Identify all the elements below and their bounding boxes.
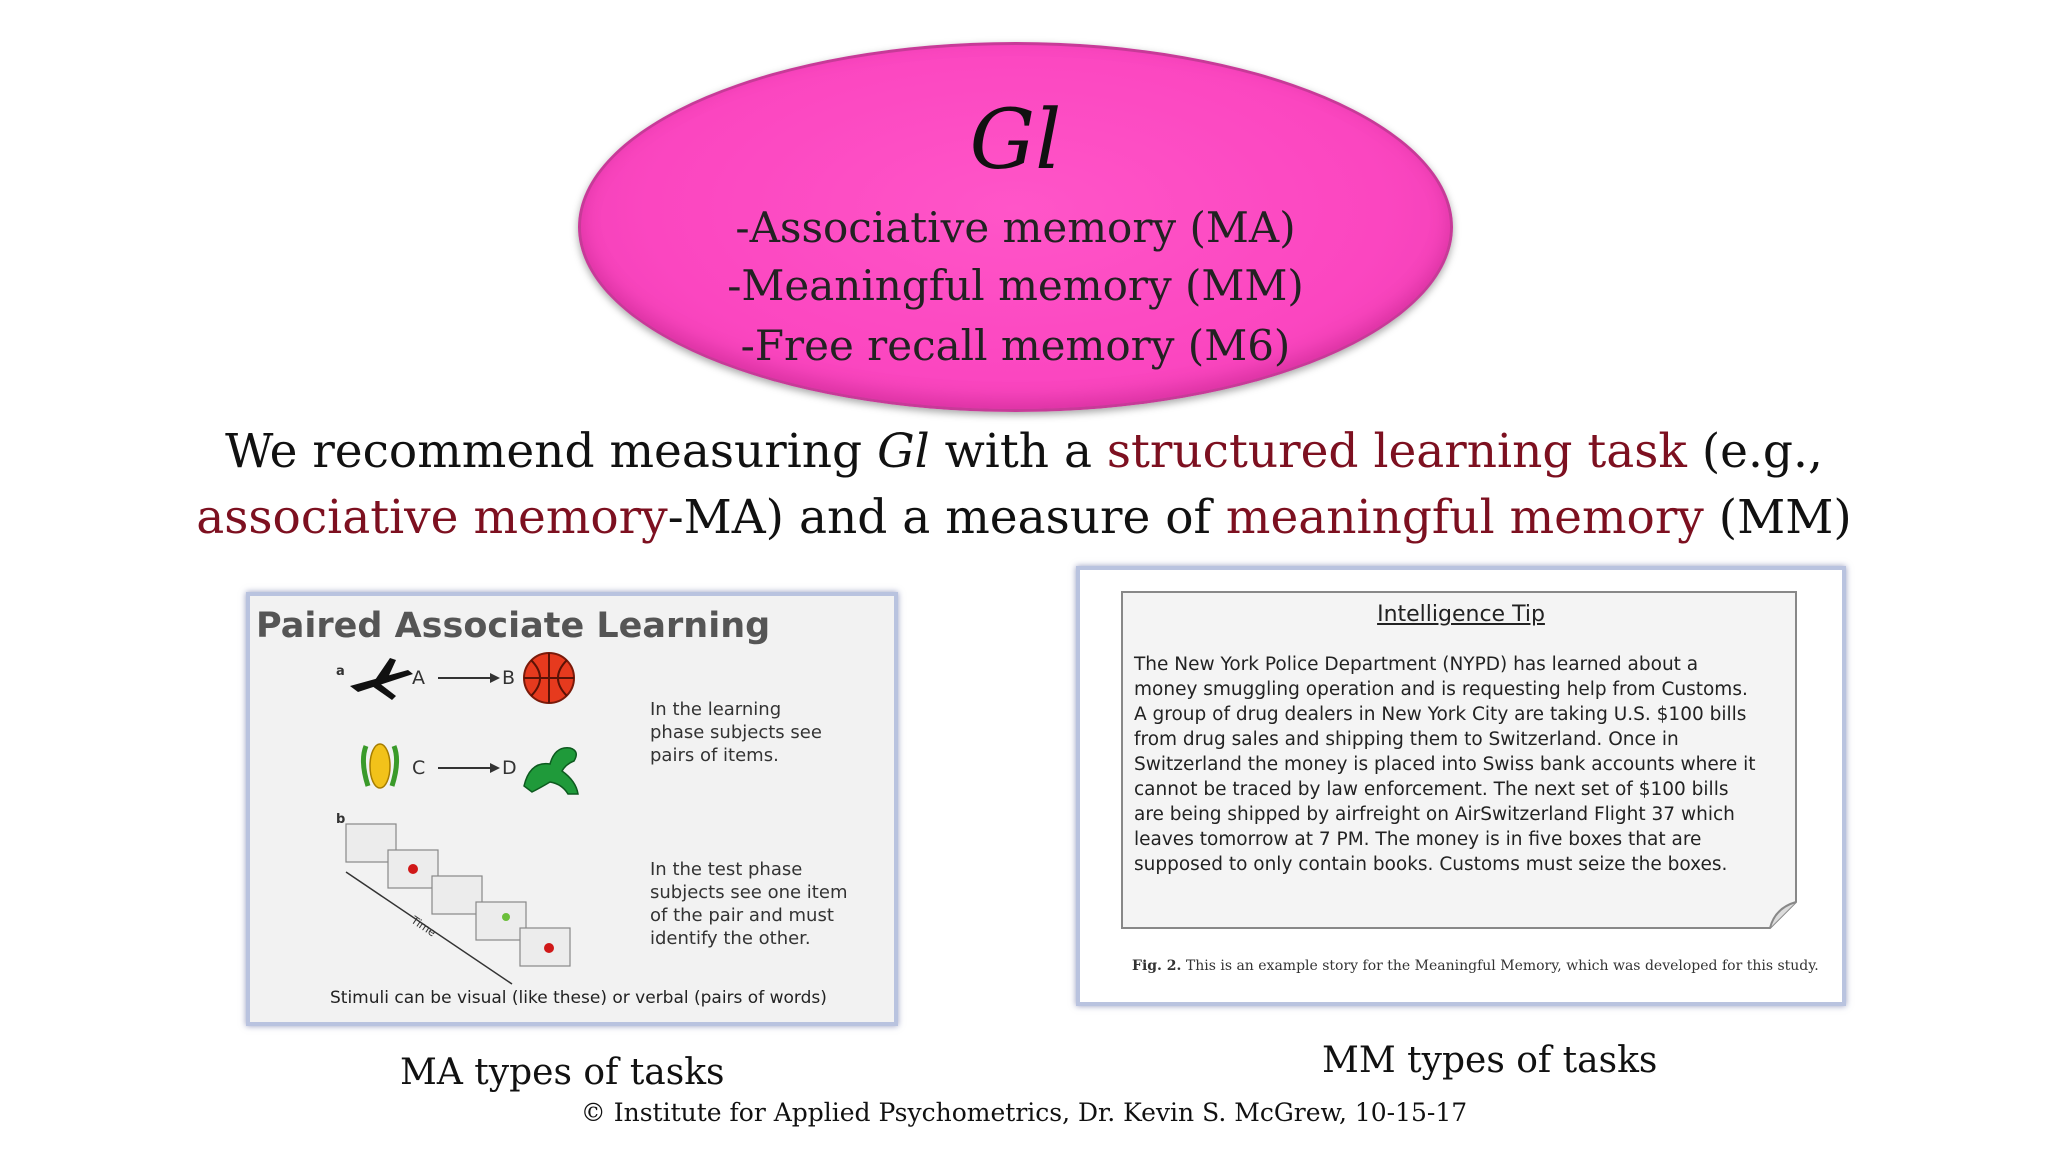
note-line: cannot be traced by law enforcement. The… bbox=[1134, 779, 1729, 800]
pair-label-b: B bbox=[502, 667, 516, 689]
text-line: identify the other. bbox=[650, 928, 811, 949]
rec-text: (MM) bbox=[1703, 490, 1852, 545]
note-line: money smuggling operation and is request… bbox=[1134, 679, 1748, 700]
text-line: pairs of items. bbox=[650, 745, 779, 766]
note-line: are being shipped by airfreight on AirSw… bbox=[1134, 804, 1735, 825]
text-line: phase subjects see bbox=[650, 722, 822, 743]
ellipse-item-free-recall: -Free recall memory (M6) bbox=[740, 321, 1291, 370]
note-line: leaves tomorrow at 7 PM. The money is in… bbox=[1134, 829, 1702, 850]
text-line: subjects see one item bbox=[650, 882, 848, 903]
cue-icon bbox=[502, 913, 510, 921]
arrow-head-icon bbox=[490, 763, 500, 773]
pal-illustration bbox=[345, 652, 579, 985]
learning-phase-text: In the learning phase subjects see pairs… bbox=[650, 698, 822, 767]
ellipse-item-meaningful: -Meaningful memory (MM) bbox=[727, 261, 1304, 310]
rec-gl: Gl bbox=[877, 424, 930, 479]
test-phase-screens bbox=[345, 823, 571, 967]
test-phase-text: In the test phase subjects see one item … bbox=[650, 858, 847, 950]
ellipse-item-associative: -Associative memory (MA) bbox=[735, 203, 1296, 252]
text-line: In the learning bbox=[650, 699, 782, 720]
note-line: A group of drug dealers in New York City… bbox=[1134, 704, 1747, 725]
caption-label: Fig. 2. bbox=[1132, 958, 1182, 974]
airplane-icon bbox=[350, 658, 413, 700]
fixation-dot-icon bbox=[408, 864, 418, 874]
ellipse-title: Gl bbox=[969, 93, 1062, 188]
recommendation-line-1: We recommend measuring Gl with a structu… bbox=[0, 424, 2048, 479]
note-line: The New York Police Department (NYPD) ha… bbox=[1134, 654, 1699, 675]
note-line: supposed to only contain books. Customs … bbox=[1134, 854, 1728, 875]
mm-tasks-label: MM types of tasks bbox=[1322, 1040, 1658, 1081]
reinforcement-icon bbox=[544, 943, 554, 953]
pair-label-d: D bbox=[502, 757, 517, 779]
rec-highlight-meaningful: meaningful memory bbox=[1225, 490, 1704, 545]
rec-highlight-associative: associative memory bbox=[196, 490, 668, 545]
corn-icon bbox=[360, 743, 400, 789]
ma-tasks-label: MA types of tasks bbox=[400, 1052, 725, 1093]
pal-caption: Stimuli can be visual (like these) or ve… bbox=[330, 988, 827, 1008]
rec-text: with a bbox=[929, 424, 1107, 479]
caption-text: This is an example story for the Meaning… bbox=[1181, 958, 1819, 974]
copyright-footer: © Institute for Applied Psychometrics, D… bbox=[580, 1098, 1468, 1127]
time-axis bbox=[345, 871, 513, 985]
recommendation-line-2: associative memory-MA) and a measure of … bbox=[0, 490, 2048, 545]
text-line: of the pair and must bbox=[650, 905, 834, 926]
note-card-icon bbox=[1121, 591, 1797, 929]
note-title: Intelligence Tip bbox=[1377, 602, 1545, 627]
rec-text: We recommend measuring bbox=[225, 424, 878, 479]
text-line: In the test phase bbox=[650, 859, 803, 880]
note-line: Switzerland the money is placed into Swi… bbox=[1134, 754, 1756, 775]
basketball-icon bbox=[523, 652, 575, 704]
panel-a-label: a bbox=[336, 664, 345, 679]
meaningful-memory-figure: Intelligence Tip The New York Police Dep… bbox=[1076, 566, 1846, 1006]
dinosaur-icon bbox=[523, 747, 579, 795]
note-line: from drug sales and shipping them to Swi… bbox=[1134, 729, 1679, 750]
pair-label-c: C bbox=[412, 757, 426, 779]
paired-associate-figure: Paired Associate Learning a b A B C D In… bbox=[246, 592, 898, 1026]
mm-caption: Fig. 2. This is an example story for the… bbox=[1132, 958, 1819, 974]
pair-label-a: A bbox=[412, 667, 425, 689]
rec-highlight-structured: structured learning task bbox=[1106, 424, 1687, 479]
note-body: The New York Police Department (NYPD) ha… bbox=[1134, 652, 1764, 877]
panel-b-label: b bbox=[336, 812, 346, 827]
rec-text: (e.g., bbox=[1686, 424, 1823, 479]
pal-title: Paired Associate Learning bbox=[256, 606, 771, 646]
gl-ellipse: Gl -Associative memory (MA) -Meaningful … bbox=[578, 42, 1453, 412]
arrow-head-icon bbox=[490, 673, 500, 683]
rec-text: -MA) and a measure of bbox=[667, 490, 1226, 545]
